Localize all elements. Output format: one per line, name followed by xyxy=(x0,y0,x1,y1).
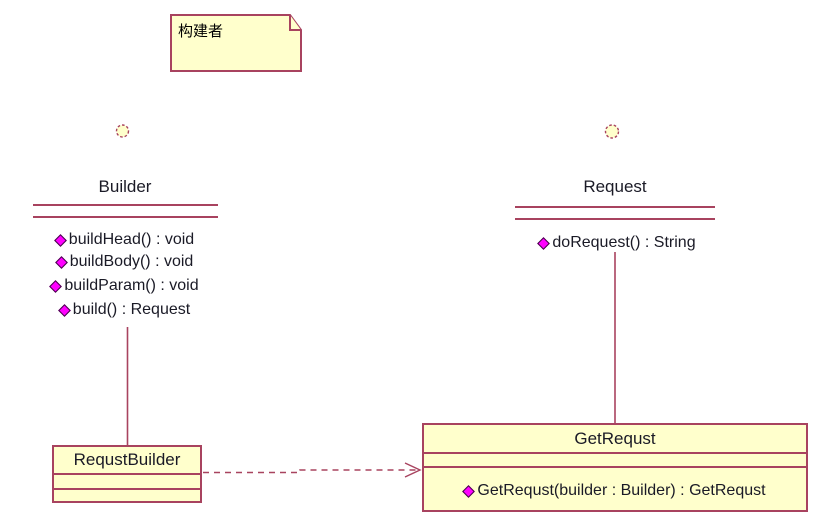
getrequst-methods-compartment: GetRequst(builder : Builder) : GetRequst xyxy=(424,468,806,510)
method-label: buildBody() : void xyxy=(69,253,194,270)
edge-requstbuilder-to-getrequst-dashed[interactable] xyxy=(203,469,417,474)
builder-divider-line-1 xyxy=(33,204,218,206)
note-fold-corner-icon xyxy=(289,15,301,31)
getrequst-method-constructor[interactable]: GetRequst(builder : Builder) : GetRequst xyxy=(462,482,766,500)
requstbuilder-attributes-compartment xyxy=(54,475,200,490)
getrequst-class-box[interactable]: GetRequst GetRequst(builder : Builder) :… xyxy=(422,423,808,512)
note-shape[interactable] xyxy=(170,14,302,72)
builder-method-buildparam[interactable]: buildParam() : void xyxy=(25,277,225,295)
visibility-diamond-icon xyxy=(49,279,63,293)
method-label: doRequest() : String xyxy=(552,234,696,251)
builder-method-buildbody[interactable]: buildBody() : void xyxy=(25,253,225,271)
requstbuilder-class-name[interactable]: RequstBuilder xyxy=(54,447,200,475)
request-interface-name[interactable]: Request xyxy=(583,177,647,196)
visibility-diamond-icon xyxy=(54,255,68,269)
method-label: build() : Request xyxy=(72,301,191,318)
request-method-dorequest[interactable]: doRequest() : String xyxy=(510,234,725,252)
builder-interface-lollipop-circle-icon[interactable] xyxy=(115,124,130,138)
visibility-diamond-icon xyxy=(537,236,551,250)
open-arrowhead-icon xyxy=(404,462,422,478)
request-divider-line-2 xyxy=(515,218,715,220)
method-label: GetRequst(builder : Builder) : GetRequst xyxy=(477,482,766,499)
builder-method-build[interactable]: build() : Request xyxy=(25,301,225,319)
requstbuilder-class-box[interactable]: RequstBuilder xyxy=(52,445,202,503)
visibility-diamond-icon xyxy=(462,484,476,498)
note-body[interactable] xyxy=(170,14,302,72)
builder-interface-name[interactable]: Builder xyxy=(98,177,152,196)
request-divider-line-1 xyxy=(515,206,715,208)
visibility-diamond-icon xyxy=(57,303,71,317)
builder-method-buildhead[interactable]: buildHead() : void xyxy=(25,231,225,249)
getrequst-attributes-compartment xyxy=(424,454,806,468)
visibility-diamond-icon xyxy=(53,233,67,247)
builder-divider-line-2 xyxy=(33,216,218,218)
requstbuilder-methods-compartment xyxy=(54,490,200,501)
method-label: buildHead() : void xyxy=(68,231,195,248)
method-label: buildParam() : void xyxy=(64,277,199,294)
request-interface-lollipop-circle-icon[interactable] xyxy=(604,124,620,139)
note-label: 构建者 xyxy=(178,23,224,40)
getrequst-class-name[interactable]: GetRequst xyxy=(424,425,806,454)
